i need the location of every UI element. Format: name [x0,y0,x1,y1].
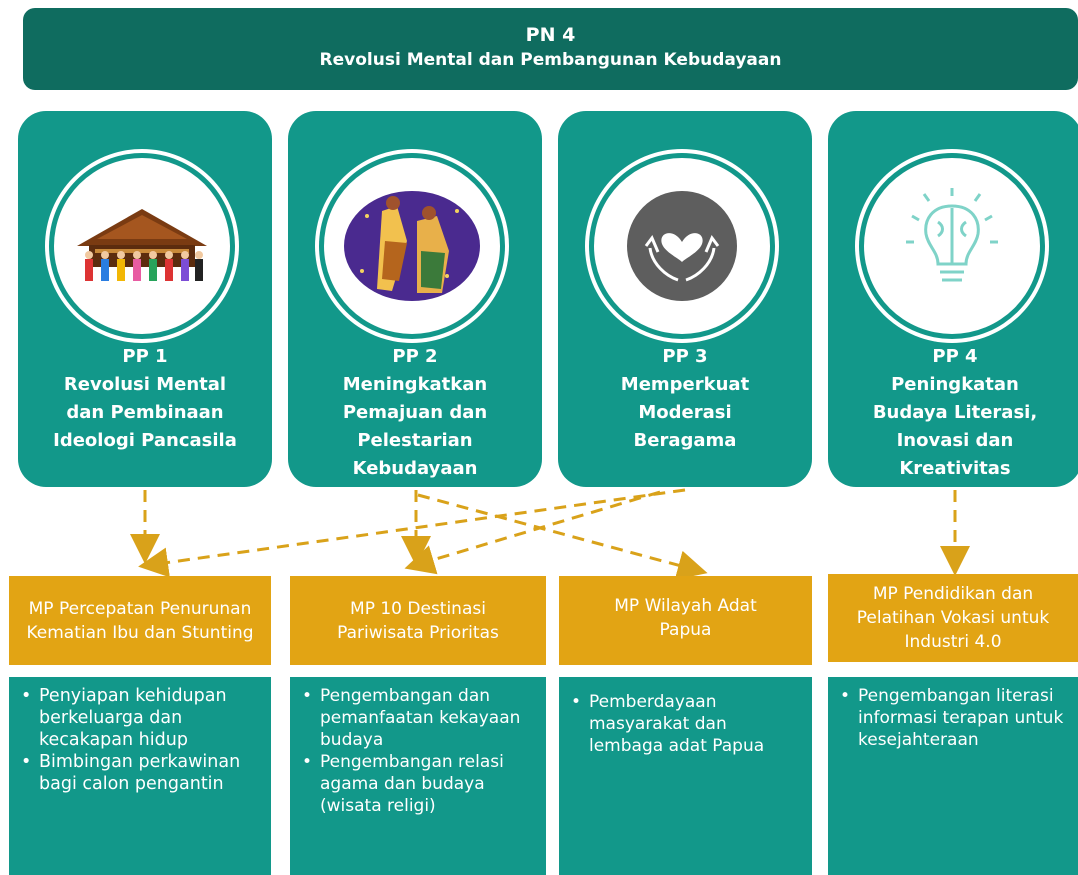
pillar-pp1-label: PP 1 Revolusi Mental dan Pembinaan Ideol… [26,343,264,455]
banner-code: PN 4 [525,24,576,46]
mp-detail-1: Penyiapan kehidupan berkeluarga dan keca… [9,677,271,875]
mp-title: MP Wilayah Adat Papua [614,596,757,640]
pillar-title: Memperkuat Moderasi Beragama [620,374,750,451]
list-item: Pemberdayaan masyarakat dan lembaga adat… [567,691,804,757]
arrow-pp2-mp3 [417,493,708,580]
pillar-pp1: PP 1 Revolusi Mental dan Pembinaan Ideol… [18,111,272,487]
arrow-pp3-mp1 [138,488,686,578]
cropped-top-title [360,0,740,8]
pillar-title: Revolusi Mental dan Pembinaan Ideologi P… [53,374,237,451]
mp-title: MP Percepatan Penurunan Kematian Ibu dan… [26,598,254,643]
pn4-banner: PN 4 Revolusi Mental dan Pembangunan Keb… [23,8,1078,90]
pillar-code: PP 1 [122,346,168,367]
brain-lightbulb-icon [864,158,1040,334]
pillar-title: Peningkatan Budaya Literasi, Inovasi dan… [872,374,1038,479]
list-item: Pengembangan dan pemanfaatan kekayaan bu… [298,685,538,751]
arrow-pp3-mp2 [404,490,661,575]
pillar-pp4: PP 4 Peningkatan Budaya Literasi, Inovas… [828,111,1078,487]
mp-detail-3: Pemberdayaan masyarakat dan lembaga adat… [559,677,812,875]
mp-title: MP 10 Destinasi Pariwisata Prioritas [337,598,499,643]
hands-heart-icon [594,158,770,334]
pillar-code: PP 2 [392,346,438,367]
mp-title: MP Pendidikan dan Pelatihan Vokasi untuk… [856,584,1050,652]
list-item: Penyiapan kehidupan berkeluarga dan keca… [17,685,263,751]
list-item: Pengembangan relasi agama dan budaya (wi… [298,751,538,817]
pillar-title: Meningkatkan Pemajuan dan Pelestarian Ke… [342,374,488,479]
mp-card-2: MP 10 Destinasi Pariwisata Prioritas [290,576,546,665]
pillar-pp3-label: PP 3 Memperkuat Moderasi Beragama [566,343,804,455]
mp-detail-4: Pengembangan literasi informasi terapan … [828,677,1078,875]
banner-title: Revolusi Mental dan Pembangunan Kebudaya… [319,50,782,70]
pillar-code: PP 4 [932,346,978,367]
mp-detail-2: Pengembangan dan pemanfaatan kekayaan bu… [290,677,546,875]
pillar-pp4-label: PP 4 Peningkatan Budaya Literasi, Inovas… [836,343,1074,483]
mp-card-4: MP Pendidikan dan Pelatihan Vokasi untuk… [828,574,1078,662]
mp-card-1: MP Percepatan Penurunan Kematian Ibu dan… [9,576,271,665]
pillar-code: PP 3 [662,346,708,367]
pillar-pp3: PP 3 Memperkuat Moderasi Beragama [558,111,812,487]
pillar-pp2: PP 2 Meningkatkan Pemajuan dan Pelestari… [288,111,542,487]
list-item: Pengembangan literasi informasi terapan … [836,685,1070,751]
list-item: Bimbingan perkawinan bagi calon penganti… [17,751,263,795]
mp-card-3: MP Wilayah Adat Papua [559,576,812,665]
pillar-pp2-label: PP 2 Meningkatkan Pemajuan dan Pelestari… [296,343,534,483]
traditional-dancers-icon [324,158,500,334]
traditional-house-people-icon [54,158,230,334]
